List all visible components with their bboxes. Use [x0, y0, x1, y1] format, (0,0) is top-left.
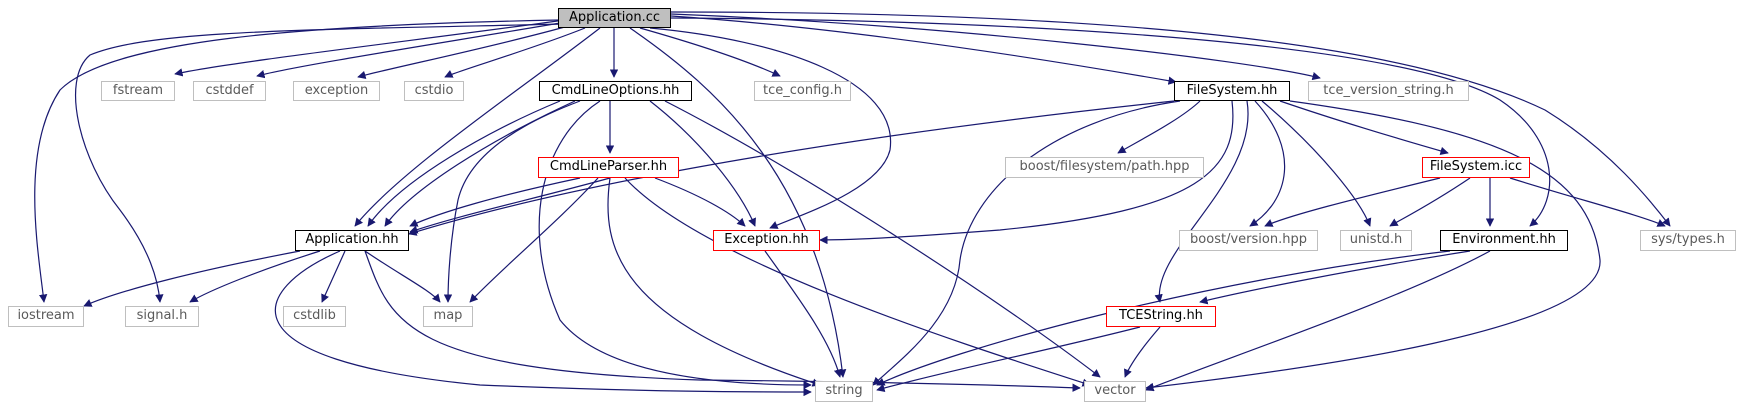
- edge-filesystem-hh-to-filesystem-icc: [1279, 100, 1449, 155]
- node-filesystem-icc[interactable]: FileSystem.icc: [1422, 157, 1530, 178]
- edge-environment-hh-to-string: [876, 250, 1451, 386]
- node-unistd-h: unistd.h: [1340, 230, 1412, 251]
- edge-cmdlineoptions-hh-to-application-hh: [367, 100, 561, 227]
- edge-cmdlineparser-hh-to-application-hh: [409, 177, 581, 227]
- edge-application-hh-to-map: [364, 250, 441, 303]
- edge-filesystem-hh-to-vector: [1145, 100, 1601, 392]
- edge-cmdlineparser-hh-to-application-hh: [409, 177, 611, 234]
- node-cstdio: cstdio: [404, 81, 464, 101]
- edge-filesystem-hh-to-application-hh: [408, 100, 1175, 236]
- edge-application-hh-to-vector: [364, 250, 1081, 392]
- edge-application-cc-to-fstream: [174, 19, 566, 77]
- node-boost-filesystem-path-hpp: boost/filesystem/path.hpp: [1005, 157, 1204, 178]
- edge-application-cc-to-application-hh: [354, 27, 601, 227]
- edge-filesystem-icc-to-boost-version-hpp: [1264, 177, 1441, 227]
- node-cstddef: cstddef: [193, 81, 266, 101]
- edge-cmdlineoptions-hh-to-vector: [664, 100, 1101, 378]
- node-tcestring-hh[interactable]: TCEString.hh: [1106, 306, 1216, 327]
- edge-application-cc-to-exception: [357, 24, 573, 79]
- node-tce-config-h: tce_config.h: [754, 81, 851, 101]
- node-boost-version-hpp: boost/version.hpp: [1179, 230, 1318, 251]
- node-cmdlineparser-hh[interactable]: CmdLineParser.hh: [538, 157, 679, 178]
- edge-filesystem-hh-to-boost-version-hpp: [1249, 100, 1286, 227]
- edge-environment-hh-to-tcestring-hh: [1199, 250, 1471, 305]
- edge-filesystem-hh-to-exception-hh: [819, 100, 1234, 245]
- node-cstdlib: cstdlib: [283, 306, 346, 327]
- edge-cmdlineparser-hh-to-map: [469, 177, 599, 303]
- edge-environment-hh-to-vector: [1145, 250, 1491, 392]
- edge-application-cc-to-exception-hh: [649, 27, 892, 229]
- edge-application-cc-to-cstddef: [256, 21, 567, 79]
- edge-filesystem-hh-to-string: [872, 100, 1181, 386]
- edge-application-cc-to-filesystem-hh: [670, 15, 1177, 85]
- edge-application-hh-to-string: [274, 250, 812, 397]
- node-tce-version-string-h: tce_version_string.h: [1308, 81, 1469, 101]
- edge-application-cc-to-iostream: [34, 19, 561, 303]
- edge-cmdlineoptions-hh-to-exception-hh: [649, 100, 756, 227]
- edge-filesystem-icc-to-sys-types-h: [1509, 177, 1666, 227]
- edge-filesystem-hh-to-boost-filesystem-path-hpp: [1117, 100, 1201, 154]
- edge-filesystem-icc-to-unistd-h: [1389, 177, 1471, 227]
- node-sys-types-h: sys/types.h: [1640, 230, 1736, 251]
- edge-application-cc-to-environment-hh: [670, 17, 1551, 227]
- edge-cmdlineparser-hh-to-vector: [624, 177, 1091, 387]
- edge-application-hh-to-cstdlib: [321, 250, 346, 303]
- edge-application-cc-to-cstdio: [444, 27, 586, 78]
- node-vector: vector: [1084, 381, 1146, 402]
- node-environment-hh[interactable]: Environment.hh: [1440, 230, 1568, 251]
- node-map: map: [423, 306, 473, 327]
- node-application-cc: Application.cc: [558, 8, 671, 28]
- node-application-hh[interactable]: Application.hh: [295, 230, 409, 251]
- edge-cmdlineparser-hh-to-exception-hh: [654, 177, 746, 227]
- node-filesystem-hh[interactable]: FileSystem.hh: [1174, 81, 1290, 101]
- edge-cmdlineoptions-hh-to-map: [443, 100, 581, 303]
- node-exception-hh[interactable]: Exception.hh: [713, 230, 820, 251]
- edge-cmdlineparser-hh-to-string: [607, 177, 821, 387]
- edge-application-hh-to-signal-h: [189, 250, 321, 303]
- edge-tcestring-hh-to-string: [876, 326, 1141, 393]
- edge-application-cc-to-sys-types-h: [670, 11, 1671, 227]
- node-fstream: fstream: [101, 81, 175, 101]
- edge-filesystem-hh-to-tcestring-hh: [1154, 100, 1249, 303]
- edge-application-hh-to-iostream: [83, 250, 301, 307]
- edge-exception-hh-to-string: [764, 250, 843, 378]
- node-cmdlineoptions-hh[interactable]: CmdLineOptions.hh: [539, 81, 692, 101]
- edge-filesystem-hh-to-unistd-h: [1261, 100, 1372, 227]
- edge-application-cc-to-string: [629, 27, 847, 378]
- node-signal-h: signal.h: [125, 306, 199, 327]
- edge-tcestring-hh-to-vector: [1124, 326, 1161, 378]
- edge-application-cc-to-tce-config-h: [639, 27, 781, 77]
- node-string: string: [815, 381, 873, 402]
- node-exception: exception: [293, 81, 380, 101]
- node-iostream: iostream: [8, 306, 84, 327]
